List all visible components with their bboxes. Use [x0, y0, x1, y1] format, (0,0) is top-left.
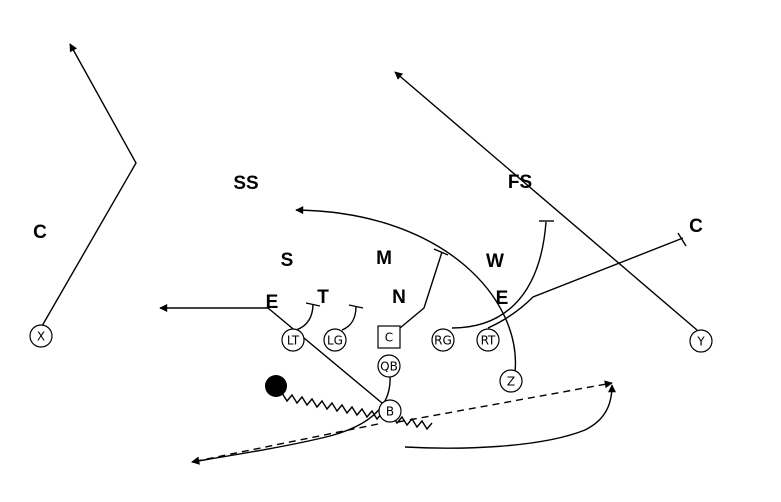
c-block-path	[399, 251, 443, 329]
player-z: Z	[499, 369, 523, 393]
svg-text:X: X	[37, 330, 45, 344]
b-dashed-left-route	[191, 423, 379, 465]
y-route	[394, 71, 698, 331]
defender-w: W	[486, 251, 504, 272]
rt-block-path	[487, 237, 684, 329]
rg-block-path	[451, 221, 547, 329]
z-route	[295, 206, 517, 373]
player-qb: QB	[377, 354, 401, 378]
lt-block-path	[295, 303, 314, 331]
x-route	[41, 43, 137, 327]
player-rt: RT	[476, 328, 500, 352]
rt-block-tbar	[677, 232, 687, 247]
motion-finish-route	[404, 384, 616, 449]
defender-s: S	[281, 250, 294, 271]
defender-e-left: E	[266, 292, 279, 313]
svg-text:QB: QB	[380, 360, 398, 374]
svg-text:LG: LG	[327, 334, 343, 348]
b-dashed-right-route	[397, 380, 613, 423]
defender-e-right: E	[496, 288, 509, 309]
lg-block-path	[341, 305, 357, 331]
defender-m: M	[376, 248, 392, 269]
defender-fs: FS	[508, 172, 532, 193]
svg-text:RG: RG	[434, 334, 452, 348]
defender-n: N	[392, 287, 406, 308]
defender-t: T	[317, 287, 329, 308]
player-b: B	[378, 399, 402, 423]
player-c: C	[377, 325, 401, 349]
defender-c-left: C	[33, 222, 47, 243]
svg-text:B: B	[386, 405, 394, 419]
player-x: X	[29, 324, 53, 348]
player-rg: RG	[431, 328, 455, 352]
motion-zigzag	[281, 392, 433, 431]
svg-text:C: C	[385, 331, 393, 345]
player-lg: LG	[323, 328, 347, 352]
ball-carrier-dot	[265, 375, 287, 397]
lg-block-tbar	[348, 304, 364, 309]
svg-text:Z: Z	[507, 375, 515, 389]
player-y: Y	[689, 329, 713, 353]
svg-text:RT: RT	[481, 334, 496, 348]
e-left-drop-route	[267, 307, 383, 404]
svg-text:LT: LT	[287, 334, 300, 348]
lt-block-tbar	[305, 302, 321, 307]
qb-route	[191, 375, 391, 465]
c-block-tbar	[433, 248, 449, 256]
defender-c-right: C	[689, 216, 703, 237]
svg-text:Y: Y	[696, 335, 705, 349]
player-lt: LT	[281, 328, 305, 352]
defender-ss: SS	[233, 173, 258, 194]
